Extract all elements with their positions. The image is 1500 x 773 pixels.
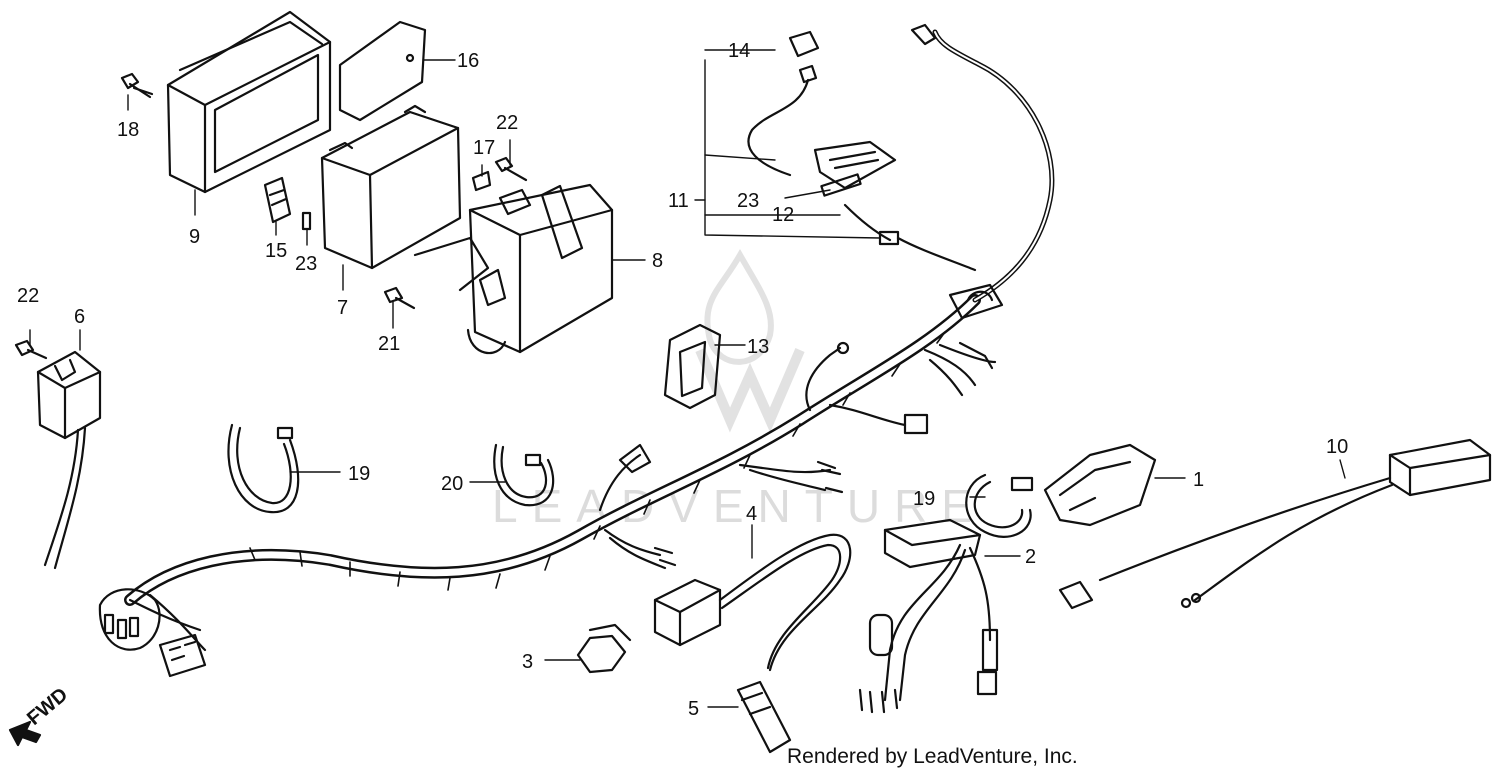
callout-7: 7: [337, 297, 348, 319]
callout-19b: 19: [913, 488, 935, 510]
callout-9: 9: [189, 226, 200, 248]
callout-2: 2: [1025, 546, 1036, 568]
fuse-lead-assembly: [747, 23, 977, 272]
callout-5: 5: [688, 698, 699, 720]
callout-10: 10: [1326, 436, 1348, 458]
cover-1: [1043, 443, 1157, 527]
battery-label: [471, 170, 492, 192]
callout-4: 4: [746, 503, 757, 525]
band-strap-19a: [227, 423, 300, 514]
main-wire-harness: [124, 29, 1055, 652]
battery-box-cover: [166, 10, 332, 194]
callout-20: 20: [441, 473, 463, 495]
callout-12: 12: [772, 204, 794, 226]
band-strap-19b: [965, 473, 1034, 538]
callout-16: 16: [457, 50, 479, 72]
band-strap-20: [493, 443, 555, 507]
bolt-22b: [14, 339, 48, 360]
bolt-21: [383, 286, 416, 310]
callout-23a: 23: [295, 253, 317, 275]
callout-21: 21: [378, 333, 400, 355]
callout-14: 14: [728, 40, 750, 62]
callout-22a: 22: [496, 112, 518, 134]
callout-23b: 23: [737, 190, 759, 212]
callout-18: 18: [117, 119, 139, 141]
fwd-arrow-icon: [8, 720, 42, 747]
callout-15: 15: [265, 240, 287, 262]
callout-11: 11: [668, 190, 689, 212]
callout-8: 8: [652, 250, 663, 272]
spark-plug-cap: [736, 680, 792, 754]
watermark: LEADVENTURE: [492, 248, 986, 532]
callout-6: 6: [74, 306, 85, 328]
callouts: 1 2 3 4 5 6 7 8 9 10 11 12 13 14 15 16 1…: [17, 40, 1348, 720]
footer-credit: Rendered by LeadVenture, Inc.: [787, 745, 1078, 768]
bolt-18: [120, 72, 154, 99]
battery: [320, 104, 462, 270]
leader-lines: [29, 49, 1346, 708]
fwd-label: FWD: [23, 684, 72, 730]
callout-22b: 22: [17, 285, 39, 307]
callout-1: 1: [1193, 469, 1204, 491]
bolt-22a: [494, 156, 528, 182]
ignition-coil: [653, 533, 852, 672]
cdi-unit: [858, 518, 999, 714]
bracket-13: [663, 323, 722, 410]
hex-clamp: [576, 623, 632, 674]
ignition-switch: [98, 588, 207, 678]
callout-17: 17: [473, 137, 495, 159]
voltage-regulator-10: [1058, 438, 1492, 610]
callout-3: 3: [522, 651, 533, 673]
battery-holder: [413, 183, 614, 355]
watermark-text: LEADVENTURE: [492, 480, 986, 532]
callout-13: 13: [747, 336, 769, 358]
fuse-holder: [263, 176, 292, 224]
battery-sheet: [338, 20, 427, 122]
fuse-23a: [301, 211, 312, 231]
regulator-rectifier: [36, 350, 102, 570]
callout-19a: 19: [348, 463, 370, 485]
